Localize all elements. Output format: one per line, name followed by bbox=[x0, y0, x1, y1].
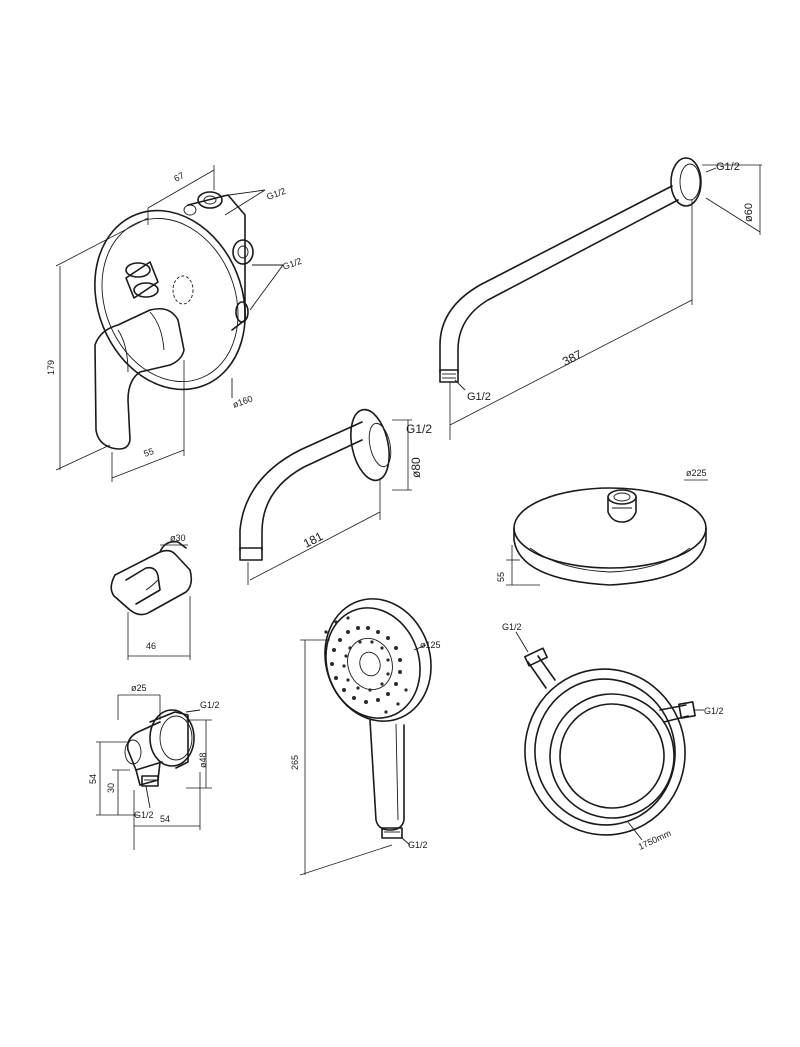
mixer-thread-top-label: G1/2 bbox=[265, 186, 287, 202]
arm-flange-label: ø60 bbox=[743, 203, 755, 222]
wall-outlet bbox=[96, 694, 212, 850]
outlet-thread-bottom-label: G1/2 bbox=[134, 810, 154, 820]
spray-nozzles bbox=[324, 616, 408, 714]
outlet-height-30-label: 30 bbox=[106, 783, 116, 793]
hose-length-label: 1750mm bbox=[637, 828, 673, 852]
shower-holder bbox=[110, 540, 193, 660]
hose-thread-left-label: G1/2 bbox=[502, 622, 522, 632]
shower-arm bbox=[439, 157, 762, 440]
arm-length-label: 387 bbox=[560, 347, 584, 369]
hand-diameter-label: ø125 bbox=[420, 640, 441, 650]
arm-thread-wall-label: G1/2 bbox=[716, 161, 740, 173]
spout-length-label: 181 bbox=[301, 529, 325, 551]
spout-thread-label: G1/2 bbox=[406, 422, 432, 436]
arm-thread-end-label: G1/2 bbox=[467, 391, 491, 403]
outlet-thread-top-label: G1/2 bbox=[200, 700, 220, 710]
concealed-mixer bbox=[55, 165, 284, 482]
outlet-diameter-label: ø25 bbox=[131, 683, 147, 693]
hand-length-label: 265 bbox=[290, 755, 300, 770]
outlet-height-54-label: 54 bbox=[88, 774, 98, 784]
mixer-thread-mid-label: G1/2 bbox=[281, 256, 303, 272]
mixer-width-label: 67 bbox=[172, 170, 186, 184]
overhead-shower bbox=[506, 479, 708, 586]
overhead-height-label: 55 bbox=[496, 572, 506, 582]
holder-width-label: 46 bbox=[146, 641, 156, 651]
spout-flange-label: ø80 bbox=[409, 457, 423, 478]
outlet-width-label: 54 bbox=[160, 814, 170, 824]
outlet-flange-label: ø48 bbox=[198, 752, 208, 768]
hand-thread-label: G1/2 bbox=[408, 840, 428, 850]
mixer-height-label: 179 bbox=[46, 360, 56, 375]
holder-diameter-label: ø30 bbox=[170, 533, 186, 543]
bath-spout bbox=[239, 408, 412, 585]
mixer-depth-label: 55 bbox=[142, 446, 155, 459]
shower-hose bbox=[515, 631, 704, 841]
hand-shower bbox=[299, 598, 432, 876]
hose-thread-right-label: G1/2 bbox=[704, 706, 724, 716]
overhead-diameter-label: ø225 bbox=[686, 468, 707, 478]
mixer-diameter-label: ø160 bbox=[231, 393, 254, 409]
